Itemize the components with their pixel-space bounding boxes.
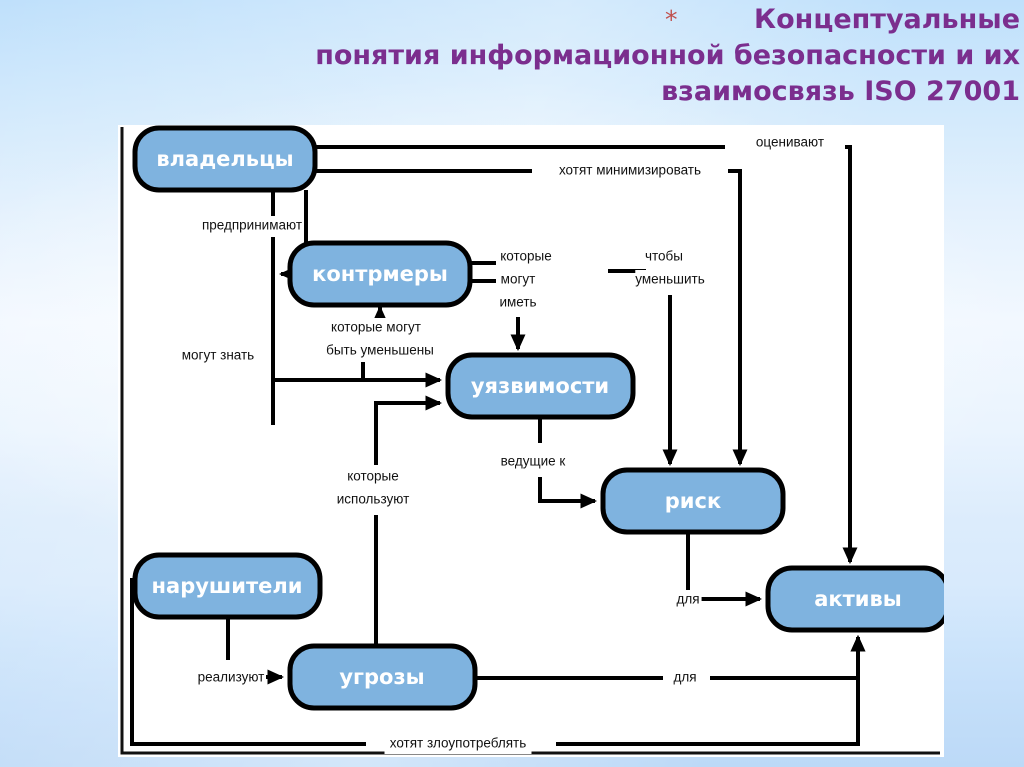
edge-label-backdrop <box>327 318 425 338</box>
node-label-vulnerabilities: уязвимости <box>471 374 609 398</box>
edge-label-leading-to: ведущие к <box>498 452 568 472</box>
concept-diagram: реализуют владельцы <box>120 125 944 755</box>
edge-label-text: уменьшить <box>635 272 704 287</box>
node-label-risk: риск <box>665 489 721 513</box>
edge-label-backdrop <box>176 346 260 366</box>
node-offenders[interactable]: нарушители <box>132 552 323 620</box>
edge-threats-for-assets <box>475 634 866 680</box>
edge-label-text: которые <box>347 469 399 484</box>
edge-label-backdrop <box>327 341 433 361</box>
node-threats[interactable]: угрозы <box>287 643 478 711</box>
edge-label-to-reduce-1: чтобы <box>643 247 685 267</box>
edge-label-text: оценивают <box>756 135 824 150</box>
edge-label-layer: оценивают хотят минимизировать предпринима… <box>176 133 825 754</box>
node-owners[interactable]: владельцы <box>132 125 318 193</box>
edge-vulnerabilities-leadingto-risk <box>538 417 598 509</box>
edge-label-for-risk: для <box>674 590 702 610</box>
edge-label-may-have-2: могут <box>497 270 539 290</box>
edge-label-text: ведущие к <box>501 454 566 469</box>
edge-label-to-reduce-2: уменьшить <box>635 270 705 290</box>
edge-label-text: хотят минимизировать <box>559 163 701 178</box>
edge-label-text: для <box>673 670 696 685</box>
edge-owners-value-assets <box>315 145 858 565</box>
edge-label-backdrop <box>498 247 554 267</box>
edge-offenders-realize-threats <box>226 617 285 685</box>
edge-label-backdrop <box>674 590 702 610</box>
edge-label-undertake: предпринимают <box>202 216 302 236</box>
node-label-countermeasures: контрмеры <box>312 262 448 286</box>
edge-label-backdrop <box>556 161 704 181</box>
edge-label-backdrop <box>203 216 301 236</box>
edge-label-minimize: хотят минимизировать <box>556 161 704 181</box>
edge-label-which-use-1: которые <box>345 467 401 487</box>
edge-label-text: чтобы <box>645 249 683 264</box>
edge-label-which-use-2: используют <box>334 490 412 510</box>
edge-label-backdrop <box>334 490 412 510</box>
edge-countermeasures-mayhave-vulnerabilities <box>470 261 526 352</box>
node-vulnerabilities[interactable]: уязвимости <box>445 352 636 420</box>
bullet-star-icon: * <box>665 5 678 34</box>
edge-label-text: иметь <box>499 295 536 310</box>
edge-label-value: оценивают <box>755 133 825 153</box>
edge-label-backdrop <box>635 270 705 290</box>
node-label-offenders: нарушители <box>152 574 303 598</box>
node-label-assets: активы <box>814 587 902 611</box>
edge-label-text: предпринимают <box>202 218 302 233</box>
edge-owners-minimize-risk <box>315 169 748 467</box>
edge-label-text: хотят злоупотреблять <box>390 736 527 751</box>
edge-label-may-know: могут знать <box>176 346 260 366</box>
node-assets[interactable]: активы <box>765 565 944 633</box>
edge-threats-whichuse-vulnerabilities <box>374 395 443 646</box>
edge-label-text: для <box>676 592 699 607</box>
node-label-owners: владельцы <box>156 147 293 171</box>
edge-label-backdrop <box>345 467 401 487</box>
node-label-threats: угрозы <box>339 665 424 689</box>
node-risk[interactable]: риск <box>600 467 786 535</box>
edge-label-for-threats: для <box>671 668 699 688</box>
panel-border <box>120 127 940 755</box>
node-countermeasures[interactable]: контрмеры <box>287 240 473 308</box>
edge-label-backdrop <box>498 452 568 472</box>
edge-label-backdrop <box>497 293 539 313</box>
edge-label-text: которые <box>500 249 552 264</box>
edge-label-text: могут <box>501 272 536 287</box>
edge-label-backdrop <box>755 133 825 153</box>
edge-label-may-have-3: иметь <box>497 293 539 313</box>
edge-label-text: которые могут <box>331 320 421 335</box>
edge-label-backdrop <box>497 270 539 290</box>
edge-risk-for-assets <box>686 532 763 607</box>
edge-label-text: используют <box>337 492 410 507</box>
edge-label-backdrop <box>384 734 532 754</box>
edge-label-may-be-reduced-2: быть уменьшены <box>326 341 434 361</box>
edge-label-realize: реализуют <box>198 670 265 685</box>
edge-label-may-have-1: которые <box>498 247 554 267</box>
edge-label-may-be-reduced-1: которые могут <box>327 318 425 338</box>
edge-label-abuse: хотят злоупотреблять <box>384 734 532 754</box>
diagram-panel: реализуют владельцы <box>118 125 944 757</box>
edge-label-backdrop <box>643 247 685 267</box>
edge-label-text: могут знать <box>182 348 254 363</box>
edge-label-backdrop <box>671 668 699 688</box>
edge-label-text: быть уменьшены <box>326 343 434 358</box>
